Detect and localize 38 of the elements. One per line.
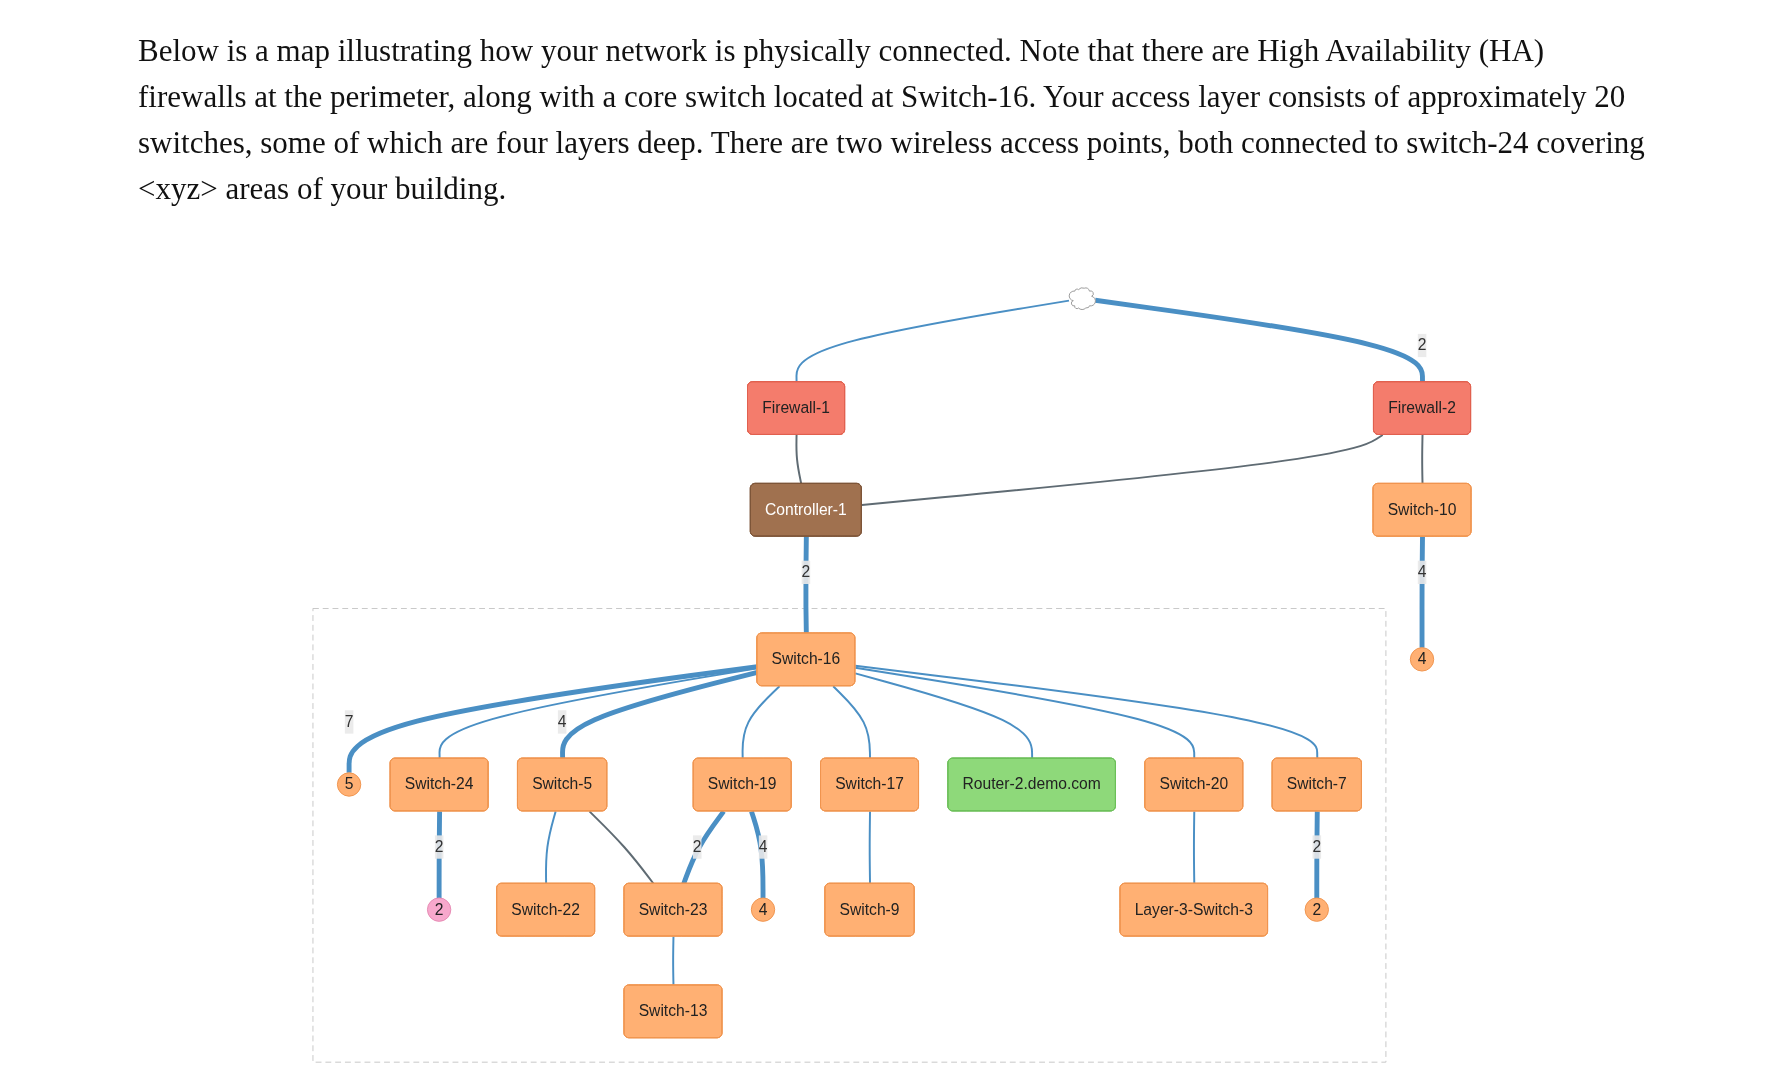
connector (854, 672, 1034, 760)
node-circle: 2 (1304, 897, 1329, 922)
connector (832, 685, 871, 760)
connector (1421, 433, 1424, 485)
node-circle: 4 (1409, 647, 1435, 672)
connector (749, 810, 766, 898)
connector (854, 666, 1196, 760)
edge-label: 2 (801, 563, 811, 581)
connector (868, 810, 871, 885)
connector (436, 811, 443, 898)
connector (1192, 810, 1196, 885)
node-circle: 2 (426, 897, 452, 922)
connector (1094, 297, 1425, 383)
connector (860, 433, 1384, 506)
connector (1419, 536, 1425, 648)
connector (803, 536, 809, 634)
edge-label: 7 (344, 713, 354, 730)
connector (681, 809, 726, 885)
edge-label: 4 (758, 838, 768, 855)
connector (854, 664, 1319, 760)
edge-label: 4 (1417, 563, 1427, 581)
connector (346, 664, 758, 773)
node-circle: 5 (336, 772, 362, 797)
edge-label: 2 (692, 838, 702, 855)
edge-label: 2 (1312, 838, 1322, 855)
connector (1314, 811, 1320, 898)
connector (741, 685, 781, 760)
edge-label: 2 (1417, 336, 1427, 354)
connector (545, 810, 557, 885)
node-circle: 4 (750, 897, 776, 922)
cluster (312, 608, 1387, 1063)
edge-label: 4 (557, 713, 567, 730)
node-cloud (1068, 287, 1096, 310)
edge-label: 2 (434, 838, 444, 855)
intro-paragraph: Below is a map illustrating how your network is physically connected. Note that there are High Availability (HA) firewalls at the perimeter, along with a core switch located at Switch-16. Your access layer consists of approximately 20 switches, some of which are four layers deep. There are two wireless access points, both connected to switch-24 covering <xyz> areas of your building. (138, 32, 1646, 208)
connector (588, 810, 655, 885)
connector (560, 670, 758, 759)
connector (795, 433, 803, 485)
